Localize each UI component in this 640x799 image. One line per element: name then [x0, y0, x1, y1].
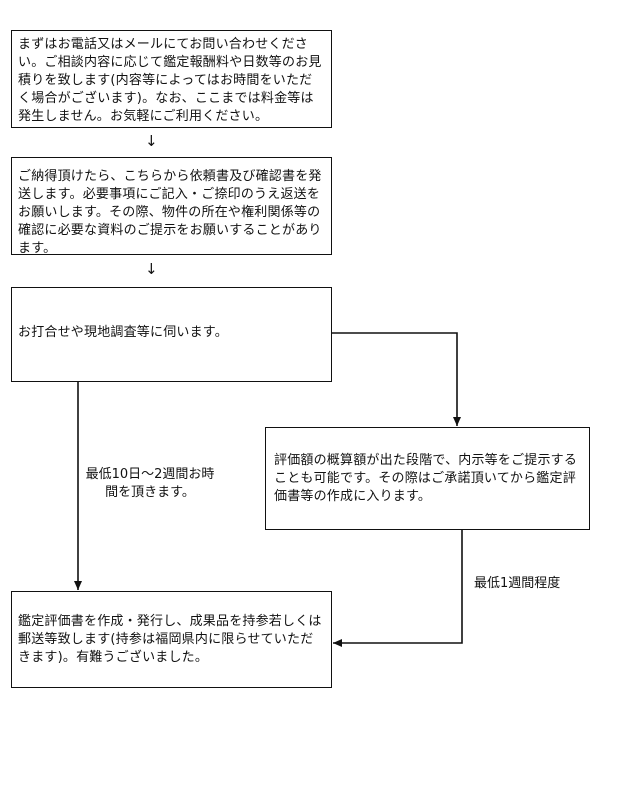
step-5-delivery-box: 鑑定評価書を作成・発行し、成果品を持参若しくは郵送等致します(持参は福岡県内に限… [11, 591, 332, 688]
step-4-estimate-box: 評価額の概算額が出た段階で、内示等をご提示することも可能です。その際はご承諾頂い… [265, 427, 590, 530]
step-3-text: お打合せや現地調査等に伺います。 [18, 325, 228, 340]
down-arrow-icon: ↓ [145, 132, 158, 150]
step-1-text: まずはお電話又はメールにてお問い合わせください。ご相談内容に応じて鑑定報酬料や日… [18, 37, 322, 124]
down-arrow-icon: ↓ [145, 260, 158, 278]
step-4-text: 評価額の概算額が出た段階で、内示等をご提示することも可能です。その際はご承諾頂い… [274, 452, 578, 504]
duration-note-right: 最低1週間程度 [474, 576, 561, 591]
duration-note-left: 最低10日～2週間お時間を頂きます。 [85, 467, 215, 500]
connector-survey-to-estimate [332, 332, 461, 426]
step-5-text: 鑑定評価書を作成・発行し、成果品を持参若しくは郵送等致します(持参は福岡県内に限… [18, 613, 322, 665]
connector-estimate-to-delivery [333, 530, 463, 647]
step-1-inquiry-box: まずはお電話又はメールにてお問い合わせください。ご相談内容に応じて鑑定報酬料や日… [11, 30, 332, 128]
step-3-survey-box: お打合せや現地調査等に伺います。 [11, 287, 332, 382]
step-2-text: ご納得頂けたら、こちらから依頼書及び確認書を発送します。必要事項にご記入・ご捺印… [18, 169, 322, 256]
step-2-request-box: ご納得頂けたら、こちらから依頼書及び確認書を発送します。必要事項にご記入・ご捺印… [11, 157, 332, 256]
